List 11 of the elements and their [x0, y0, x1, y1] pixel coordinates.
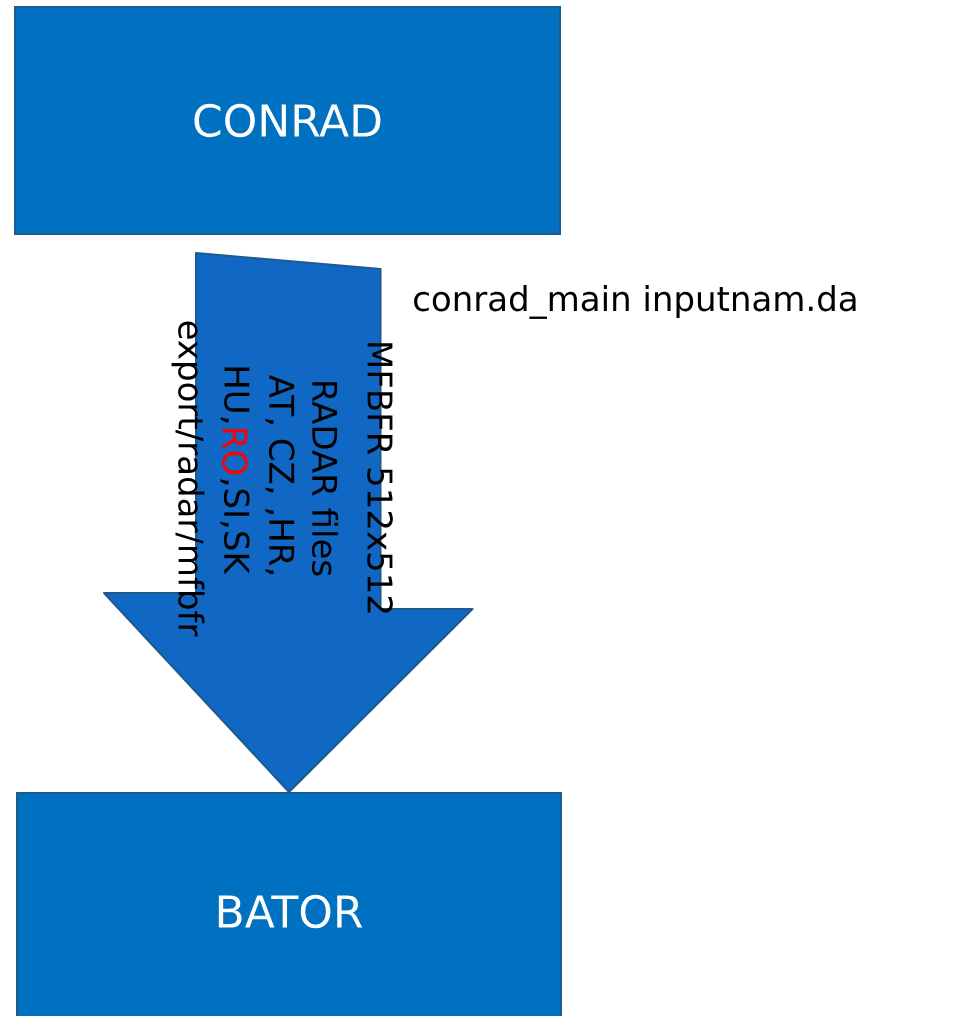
rotated-label: AT, CZ, ,HR, — [265, 375, 295, 574]
rotated-label: MFBFR 512x512 — [367, 343, 393, 613]
block-arrow — [103, 252, 474, 793]
rotated-label: RO — [222, 429, 248, 475]
process-box: BATOR — [16, 792, 562, 1016]
rotated-label: RADAR files — [311, 382, 339, 576]
rotated-label: ,SI,SK — [220, 479, 250, 575]
rotated-label: export/radar/mfbfr — [171, 321, 205, 637]
process-box: CONRAD — [14, 6, 561, 235]
rotated-label: HU, — [220, 367, 250, 423]
text-label: conrad_main inputnam.da — [414, 285, 856, 319]
